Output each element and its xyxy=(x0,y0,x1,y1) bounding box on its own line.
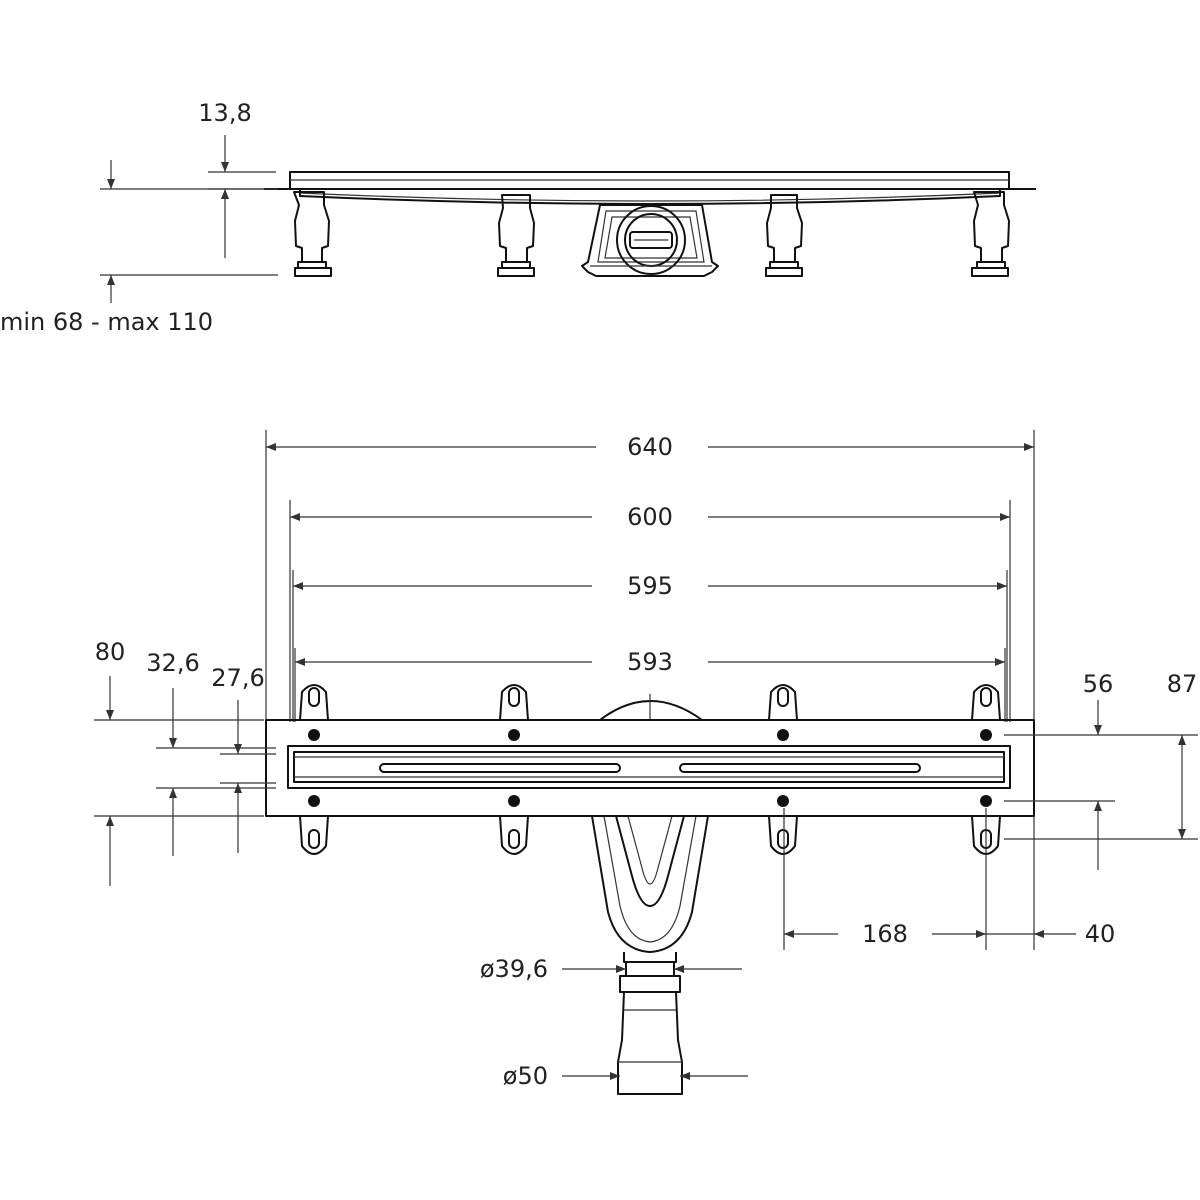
side-dimensions xyxy=(100,135,278,303)
depth-32-6-label: 32,6 xyxy=(146,649,199,677)
right-vertical-dimensions xyxy=(1004,700,1198,870)
side-siphon xyxy=(581,204,719,277)
spacing-168-label: 168 xyxy=(862,920,908,948)
top-view: 640 600 595 593 xyxy=(94,430,1198,1095)
side-foot-1 xyxy=(293,191,332,277)
width-600-label: 600 xyxy=(627,503,673,531)
width-595-label: 595 xyxy=(627,572,673,600)
width-640-label: 640 xyxy=(627,433,673,461)
width-593-label: 593 xyxy=(627,648,673,676)
height-range-label: min 68 - max 110 xyxy=(0,308,213,336)
bracket-top-row xyxy=(299,684,1001,721)
depth-80-label: 80 xyxy=(95,638,126,666)
height-label-13-8: 13,8 xyxy=(198,99,251,127)
spacing-56-label: 56 xyxy=(1083,670,1114,698)
side-frame xyxy=(264,171,1036,205)
siphon-body xyxy=(591,815,709,1095)
diameter-50-label: ø50 xyxy=(503,1062,548,1090)
spacing-87-label: 87 xyxy=(1167,670,1198,698)
outlet-dome xyxy=(599,700,703,721)
diameter-39-6-label: ø39,6 xyxy=(480,955,548,983)
frame-screws xyxy=(308,729,992,807)
side-foot-2 xyxy=(497,194,535,277)
depth-27-6-label: 27,6 xyxy=(211,664,264,692)
drain-frame xyxy=(265,719,1035,817)
side-foot-3 xyxy=(765,194,803,277)
diameter-dimensions xyxy=(562,965,748,1080)
side-view: 13,8 min 68 - max 110 xyxy=(0,99,1036,336)
bracket-bottom-row xyxy=(299,815,1001,855)
extension-lines xyxy=(265,430,1035,950)
horizontal-dimensions xyxy=(266,443,1034,666)
side-foot-4 xyxy=(971,191,1010,277)
left-vertical-dimensions xyxy=(94,676,276,886)
spacing-40-label: 40 xyxy=(1085,920,1116,948)
bracket-spacing-dimensions xyxy=(783,808,1076,950)
